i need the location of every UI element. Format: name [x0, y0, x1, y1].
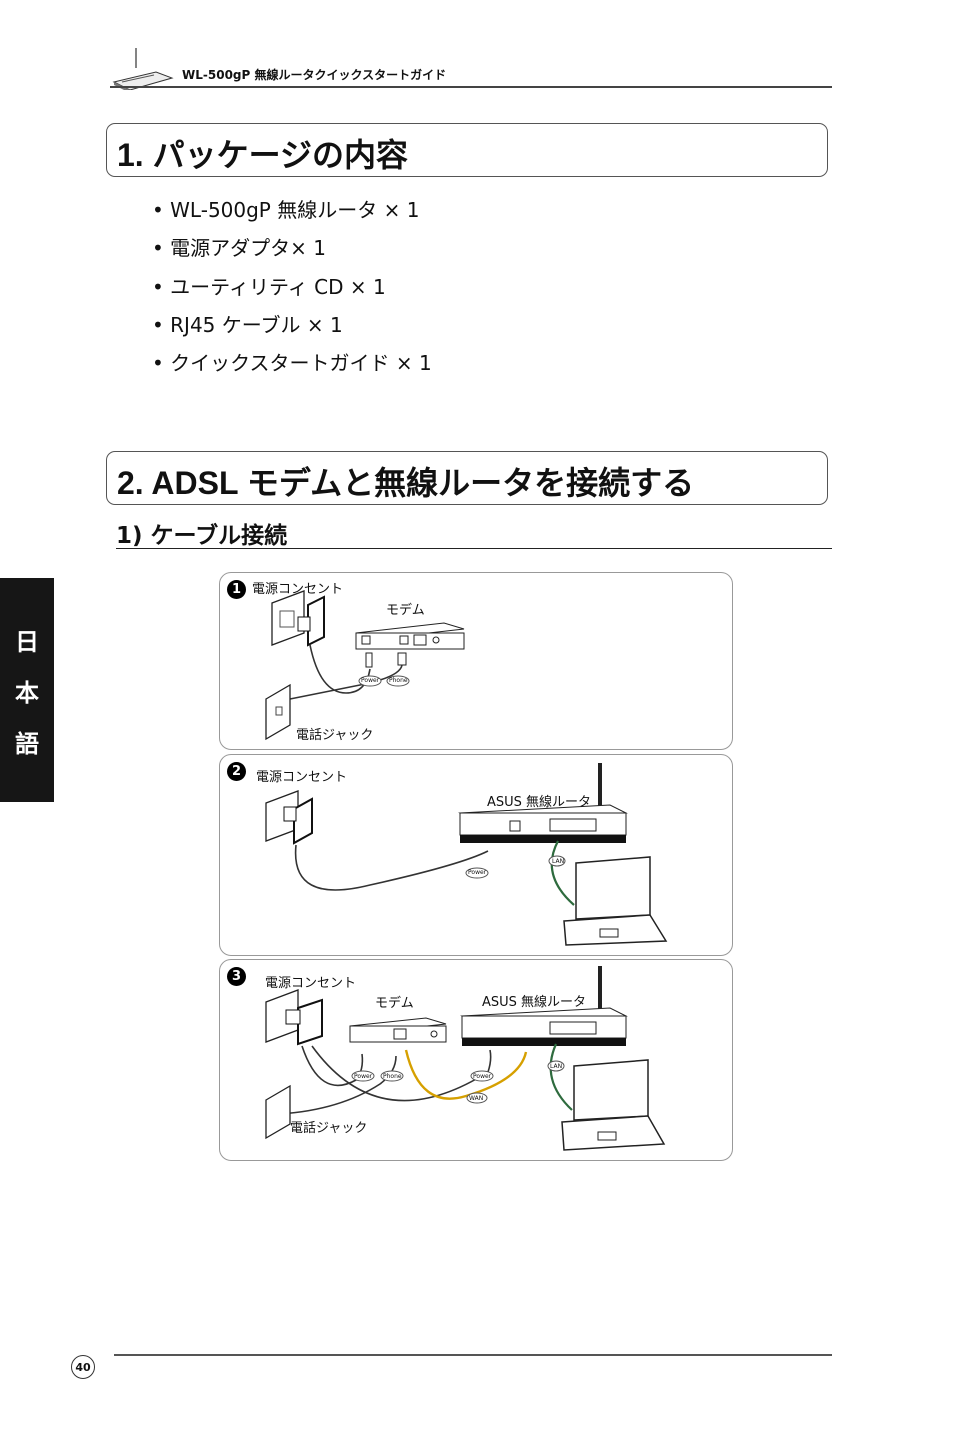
phone-tag: Phone: [389, 677, 408, 684]
diagram-panel-3: 3 電源コンセント モデム ASUS 無線ルータ Power Phone Pow…: [219, 959, 733, 1161]
laptop-icon: [575, 856, 651, 920]
modem-label: モデム: [375, 996, 414, 1011]
jack-label: 電話ジャック: [296, 728, 374, 743]
section-1-heading: 1. パッケージの内容: [117, 137, 408, 173]
language-side-tab: 日 本 語: [0, 578, 54, 802]
lan-tag: LAN: [550, 1063, 563, 1070]
diagram-3-illustration: [265, 966, 666, 1151]
side-tab-char: 日: [15, 627, 39, 656]
list-item: • ユーティリティ CD × 1: [152, 274, 386, 299]
power-adapter-icon: [297, 998, 323, 1046]
section-2-heading: 2. ADSL モデムと無線ルータを接続する: [117, 465, 695, 501]
side-tab-char: 語: [15, 729, 39, 758]
diagram-2-illustration: [265, 763, 668, 946]
outlet-label: 電源コンセント: [265, 976, 357, 991]
step-number-badge: 2: [227, 762, 246, 781]
section-1-heading-box: 1. パッケージの内容: [106, 123, 828, 177]
power-tag: Power: [473, 1073, 492, 1080]
page-number: 40: [71, 1355, 95, 1379]
modem-label: モデム: [386, 603, 425, 618]
list-item: • 電源アダプタ× 1: [152, 236, 326, 261]
step-number-badge: 3: [227, 967, 246, 986]
lan-tag: LAN: [552, 858, 565, 865]
step-number-badge: 1: [227, 580, 246, 599]
diagram-panel-1: 1 電源コンセント モデム Power Phone 電話ジャック: [219, 572, 733, 750]
laptop-icon: [573, 1059, 649, 1121]
footer-rule: [114, 1354, 832, 1356]
subsection-heading: 1) ケーブル接続: [116, 523, 288, 549]
power-adapter-icon: [307, 595, 325, 647]
phone-jack-icon: [265, 683, 291, 741]
router-label: ASUS 無線ルータ: [487, 795, 592, 810]
package-contents-list: • WL-500gP 無線ルータ × 1 • 電源アダプタ× 1 • ユーティリ…: [152, 196, 432, 387]
jack-label: 電話ジャック: [290, 1121, 368, 1136]
wall-outlet-icon: [271, 590, 305, 646]
router-label: ASUS 無線ルータ: [482, 995, 587, 1010]
header-rule: [110, 86, 832, 88]
power-tag: Power: [354, 1073, 373, 1080]
diagram-1-illustration: [265, 590, 465, 741]
phone-jack-icon: [265, 1084, 291, 1140]
subsection-rule: [116, 548, 832, 549]
router-logo-icon: [112, 48, 174, 90]
outlet-label: 電源コンセント: [252, 582, 344, 597]
section-2-heading-box: 2. ADSL モデムと無線ルータを接続する: [106, 451, 828, 505]
power-tag: Power: [361, 677, 380, 684]
list-item: • WL-500gP 無線ルータ × 1: [152, 198, 420, 222]
outlet-label: 電源コンセント: [256, 770, 348, 785]
list-item: • クイックスタートガイド × 1: [152, 351, 432, 376]
page-header: WL-500gP 無線ルータクイックスタートガイド: [110, 40, 832, 90]
power-tag: Power: [468, 869, 487, 876]
side-tab-char: 本: [15, 678, 39, 707]
phone-tag: Phone: [383, 1073, 402, 1080]
header-title: WL-500gP 無線ルータクイックスタートガイド: [182, 68, 447, 82]
diagram-panel-2: 2 電源コンセント ASUS 無線ルータ LAN Power: [219, 754, 733, 956]
wan-tag: WAN: [469, 1095, 484, 1102]
list-item: • RJ45 ケーブル × 1: [152, 312, 343, 337]
power-adapter-icon: [293, 797, 313, 845]
